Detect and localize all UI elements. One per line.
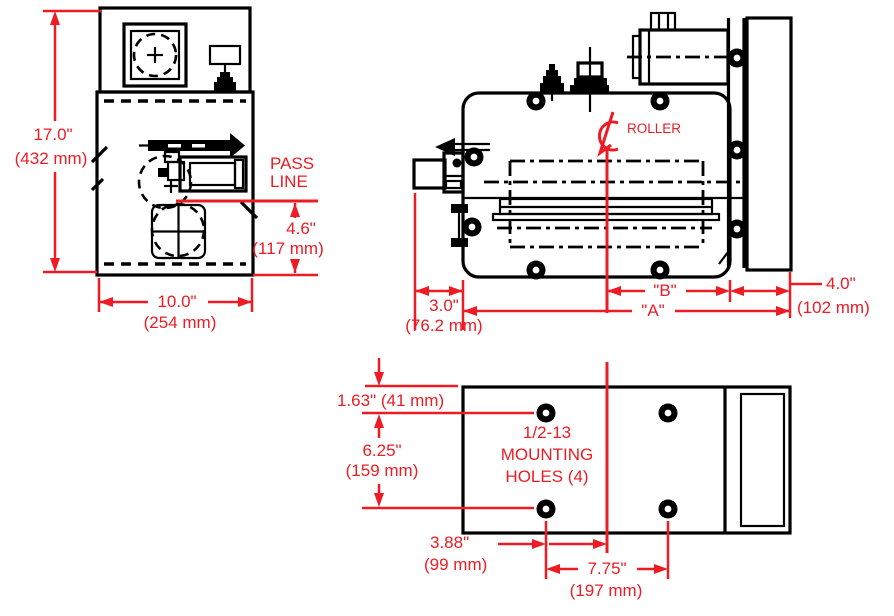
dim-left-offset-mm: (76.2 mm) (405, 316, 483, 335)
dim-hole-spacing-v-mm: (159 mm) (345, 461, 419, 480)
dim-hole-spacing-v-inches: 6.25" (362, 441, 402, 460)
dim-width-inches: 10.0" (157, 292, 197, 311)
mounting-holes-label-3: HOLES (4) (505, 467, 589, 486)
dim-hole-spacing-h-inches: 7.75" (587, 559, 627, 578)
dim-edge-to-hole: 1.63" (41 mm) (337, 391, 445, 410)
side-view-dimensions (413, 111, 822, 330)
dim-passline-mm: (117 mm) (252, 239, 324, 258)
edge-clamp (451, 204, 482, 247)
lower-roller (150, 202, 207, 260)
pass-line-label-1: PASS (270, 154, 315, 173)
adjuster-stack (570, 47, 609, 112)
bottom-view (461, 385, 792, 535)
base-plate (461, 385, 792, 535)
bolt-icon (650, 91, 670, 111)
bolt-icon (727, 219, 747, 239)
bolt-icon (526, 260, 546, 280)
dim-center-to-edge-label: "B" (653, 281, 677, 300)
bolt-icon (526, 91, 546, 111)
side-view (412, 11, 793, 280)
bolt-icon (650, 260, 670, 280)
dim-left-offset-inches: 3.0" (429, 296, 459, 315)
dim-hole-spacing-h-mm: (197 mm) (569, 581, 643, 600)
centerline-symbol-icon (597, 111, 619, 157)
hidden-roller-outline (484, 159, 740, 249)
dim-height-mm: (432 mm) (14, 149, 88, 168)
dim-hole-to-center-mm: (99 mm) (424, 555, 488, 574)
dim-right-offset-mm: (102 mm) (797, 298, 870, 317)
bolt-icon (727, 140, 747, 160)
mounting-hole (658, 403, 678, 423)
cabinet-body (95, 90, 255, 277)
roller-drive-block (158, 150, 248, 193)
feed-arrow (139, 133, 245, 158)
mounting-holes-label-1: 1/2-13 (522, 423, 572, 442)
dim-hole-to-center-inches: 3.88" (430, 533, 470, 552)
front-view (90, 6, 259, 277)
mounting-bracket (718, 18, 747, 268)
mounting-hole (536, 499, 556, 519)
mounting-hole (536, 403, 556, 423)
mounting-hole (658, 499, 678, 519)
front-view-dimensions (43, 9, 318, 312)
dim-right-offset-inches: 4.0" (826, 274, 856, 293)
roller-label: ROLLER (627, 121, 682, 136)
end-slot (739, 392, 786, 528)
mounting-holes-label-2: MOUNTING (500, 445, 594, 464)
valve (208, 44, 242, 92)
grease-fitting (540, 64, 564, 101)
dim-passline-inches: 4.6" (286, 219, 316, 238)
machine-body (461, 91, 732, 279)
bolt-icon (462, 217, 482, 237)
dim-width-mm: (254 mm) (143, 313, 217, 332)
pass-line-label-2: LINE (270, 172, 308, 191)
bolt-icon (727, 48, 747, 68)
mounting-plate (745, 16, 793, 272)
exit-guide (412, 138, 490, 194)
bottom-view-dimensions (362, 358, 670, 579)
upper-pulley (132, 32, 178, 78)
dim-height-inches: 17.0" (33, 125, 73, 144)
bolt-icon (464, 147, 484, 167)
dim-overall-width-label: "A" (641, 301, 665, 320)
